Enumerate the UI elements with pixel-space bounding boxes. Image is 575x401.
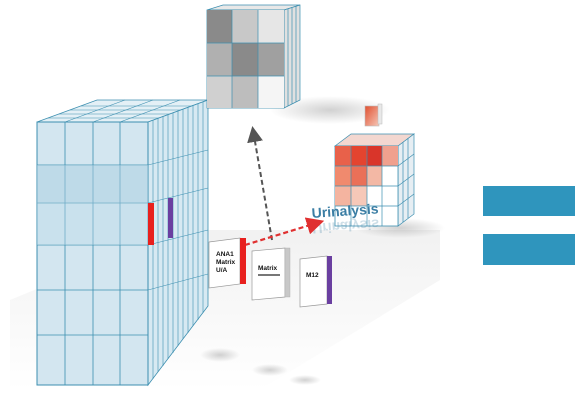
card-m12: M12 <box>299 255 332 308</box>
floor-shadow <box>200 348 240 362</box>
card-line: ANA1 <box>216 251 234 258</box>
floor-shadow <box>289 375 321 385</box>
urinalysis-cube <box>333 103 416 227</box>
gray-data-cube <box>206 4 301 109</box>
red-slice <box>148 203 154 245</box>
red-arrow <box>244 217 325 247</box>
card-ana1-matrix-ua: ANA1 Matrix U/A <box>208 237 246 289</box>
card-matrix: Matrix <box>251 247 291 301</box>
floating-slice <box>364 105 380 127</box>
card-line: U/A <box>216 267 228 274</box>
card-line: Matrix <box>258 265 278 272</box>
equals-bar-top <box>483 186 575 216</box>
card-caption-smudge <box>258 274 280 276</box>
card-line: M12 <box>306 272 319 279</box>
main-data-cube <box>36 99 209 387</box>
cube-shadow <box>270 96 390 124</box>
equals-bar-bottom <box>483 234 575 265</box>
urinalysis-label: Urinalysis <box>311 200 379 221</box>
card-line: Matrix <box>216 259 236 266</box>
gray-arrow <box>247 126 273 241</box>
purple-slice <box>168 198 173 238</box>
urinalysis-label-reflection: Urinalysis <box>312 216 380 237</box>
floor-shadow <box>252 364 288 376</box>
